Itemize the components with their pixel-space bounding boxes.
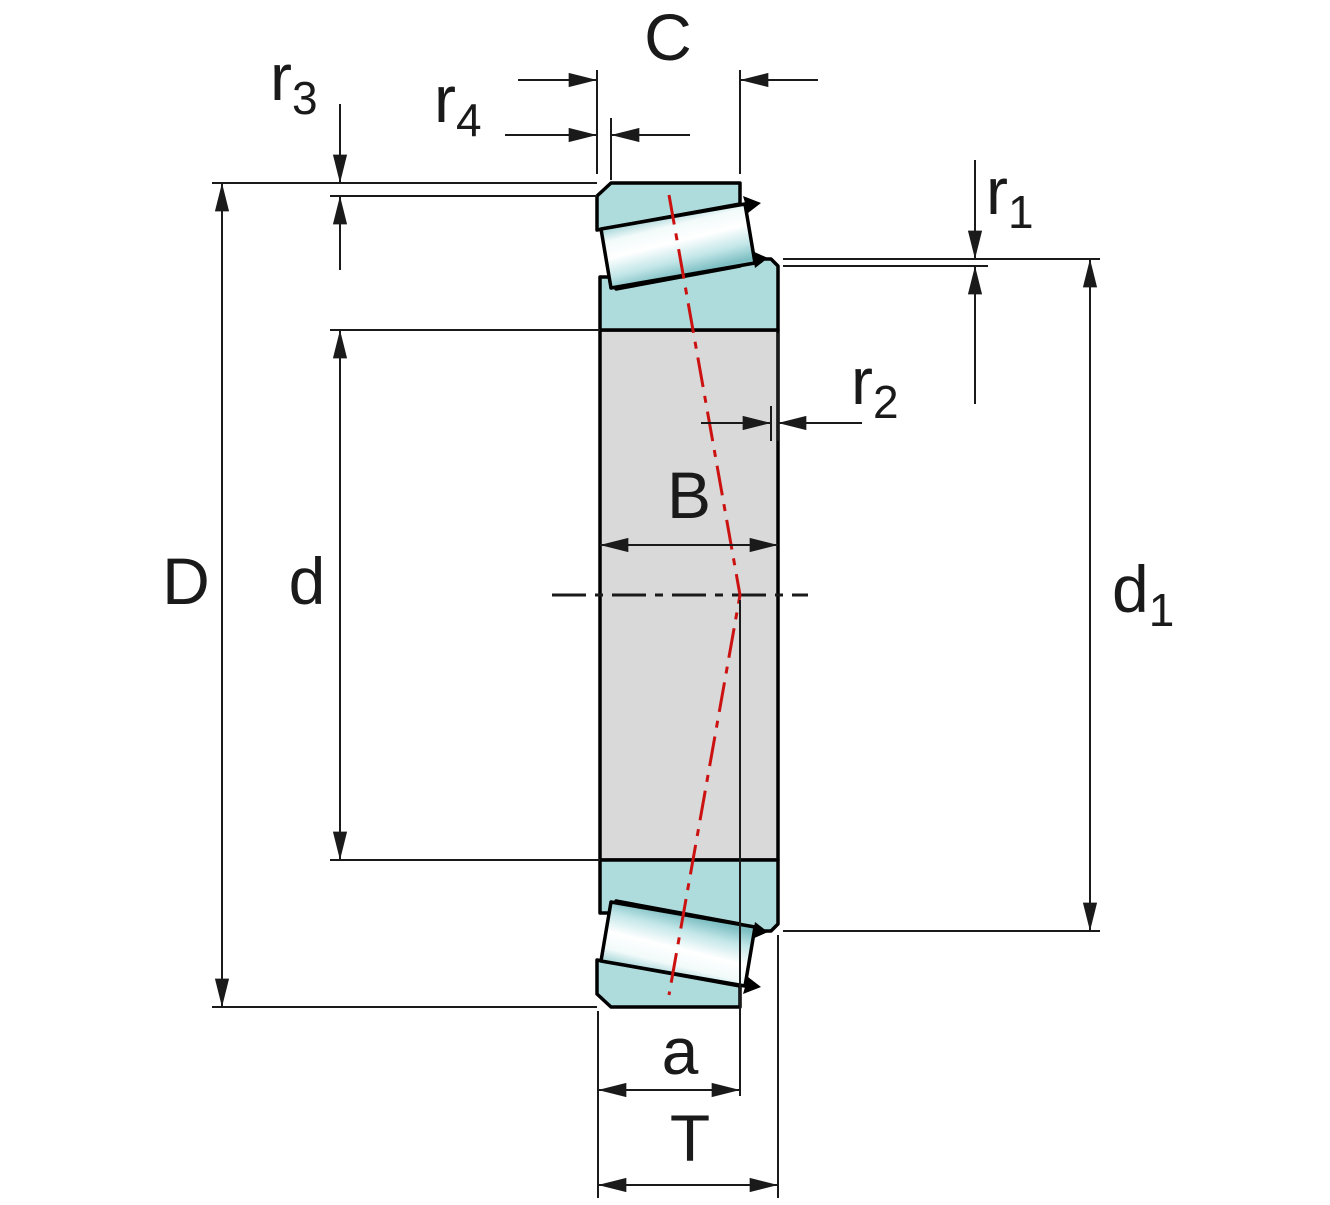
cage-segment xyxy=(752,251,768,268)
dimension-lines xyxy=(214,72,1098,1193)
cage-segment xyxy=(743,977,761,994)
label-r3: r3 xyxy=(270,40,318,124)
label-r1: r1 xyxy=(986,154,1034,238)
label-a: a xyxy=(662,1014,699,1088)
extension-lines xyxy=(212,70,1100,1198)
label-T: T xyxy=(670,1101,710,1175)
cage-segment xyxy=(752,922,768,939)
label-r2: r2 xyxy=(851,344,899,428)
pressure-line xyxy=(667,194,742,996)
label-d: d xyxy=(289,544,326,618)
label-C: C xyxy=(644,0,692,74)
cage-segment xyxy=(743,196,761,213)
label-D: D xyxy=(162,544,210,618)
label-d1: d1 xyxy=(1112,552,1174,636)
label-B: B xyxy=(667,458,711,532)
label-r4: r4 xyxy=(434,62,482,146)
dimension-labels: D d C B a T r3 r4 r1 r2 d1 xyxy=(162,0,1174,1175)
